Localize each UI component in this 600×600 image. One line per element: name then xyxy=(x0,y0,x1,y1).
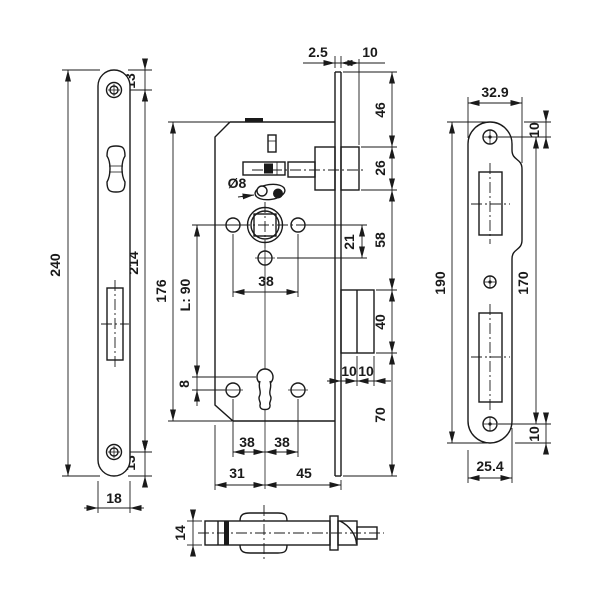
dim-faceplate-overall-height: 240 xyxy=(47,253,63,277)
hub-right-hole xyxy=(290,217,306,233)
dim-case-height: 176 xyxy=(153,279,169,303)
dim-hub-to-keyhole: L: 90 xyxy=(177,278,193,311)
dim-deadbolt-throw-b: 10 xyxy=(358,363,374,379)
dim-strike-overall-width: 32.9 xyxy=(481,84,508,100)
dim-latch-thickness: 14 xyxy=(172,525,188,541)
faceplate-front-view: 240 13 214 13 18 xyxy=(47,58,152,513)
latch-detail-view: 14 xyxy=(172,505,384,560)
latch-bolt xyxy=(287,146,360,191)
faceplate-outline xyxy=(97,69,131,477)
cylinder-hole xyxy=(255,250,275,266)
faceplate-bottom-screw-hole xyxy=(105,443,123,461)
dim-keyhole-to-left-hole: 38 xyxy=(239,434,255,450)
keyhole xyxy=(256,368,274,411)
dim-faceplate-width: 18 xyxy=(106,490,122,506)
dim-deadbolt-to-plate-bottom: 70 xyxy=(372,407,388,423)
strike-top-screw-hole xyxy=(482,129,498,145)
strike-latch-cutout xyxy=(478,171,503,236)
spindle-hub xyxy=(246,206,284,244)
bottom-left-screw-hole xyxy=(223,382,243,398)
case-top-tab xyxy=(245,118,263,123)
dim-strike-top-screw-offset: 10 xyxy=(526,122,542,138)
dim-strike-overall-height: 190 xyxy=(432,271,448,295)
dim-backset: 45 xyxy=(296,465,312,481)
dim-case-edge-to-keyhole: 31 xyxy=(229,465,245,481)
dim-strike-plate-width: 25.4 xyxy=(476,458,503,474)
deadbolt xyxy=(340,289,375,354)
dim-faceplate-thickness: 2.5 xyxy=(308,44,328,60)
follower-dia-label: Ø8 xyxy=(228,175,247,191)
faceplate-latch-cutout xyxy=(106,145,126,193)
dim-latch-to-deadbolt: 58 xyxy=(372,232,388,248)
stop-pin xyxy=(267,134,277,153)
dim-hub-to-cylinder: 21 xyxy=(341,234,357,250)
lock-body-view: 2.5 10 46 26 58 40 70 176 L: 90 8 xyxy=(153,44,397,490)
slide-stop xyxy=(242,161,286,176)
strike-deadbolt-cutout xyxy=(478,312,503,403)
latch-head-bevel xyxy=(337,520,378,546)
dim-keyhole-to-right-hole: 38 xyxy=(274,434,290,450)
strike-bottom-screw-hole xyxy=(482,416,498,432)
dim-latch-projection: 10 xyxy=(362,44,378,60)
dim-latch-height: 26 xyxy=(372,160,388,176)
strike-plate-view: 32.9 190 170 10 10 25.4 xyxy=(432,84,551,483)
dim-keyhole-drop: 8 xyxy=(176,380,192,388)
faceplate-top-screw-hole xyxy=(105,81,123,99)
dim-hub-hole-span: 38 xyxy=(258,273,274,289)
dim-plate-top-to-latch: 46 xyxy=(372,102,388,118)
dim-strike-bottom-screw-offset: 10 xyxy=(526,426,542,442)
faceplate-deadbolt-cutout xyxy=(101,280,129,368)
follower-crank xyxy=(254,183,286,201)
strike-middle-screw-hole xyxy=(483,275,497,289)
dim-deadbolt-height: 40 xyxy=(372,314,388,330)
bottom-right-screw-hole xyxy=(288,382,308,398)
dim-deadbolt-throw-a: 10 xyxy=(341,363,357,379)
hub-left-hole xyxy=(225,217,241,233)
strike-plate-outline xyxy=(467,121,523,444)
faceplate-edge xyxy=(334,71,342,477)
dim-strike-screw-spacing: 170 xyxy=(515,271,531,295)
